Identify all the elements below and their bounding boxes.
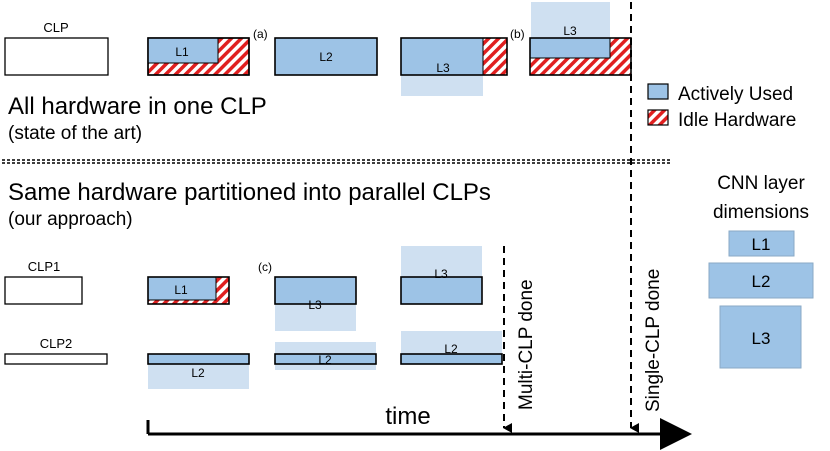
single-clp-l1-step: L1 — [147, 37, 250, 76]
multi-clp-done-label: Multi-CLP done — [516, 279, 537, 410]
single-clp-l3a-step: L3 — [400, 37, 508, 96]
single-l2-label: L2 — [319, 50, 333, 64]
legend-active-swatch — [647, 83, 669, 100]
time-label: time — [385, 403, 430, 430]
top-section-subtitle: (state of the art) — [8, 123, 142, 144]
legend-idle-swatch — [647, 109, 669, 126]
clp2-l2b-label: L2 — [318, 353, 332, 367]
cnn-dim-l2 — [708, 262, 814, 299]
clp-box — [4, 37, 109, 76]
clp1-label: CLP1 — [28, 259, 61, 274]
single-clp-l3b-step: L3 — [529, 2, 632, 76]
single-l3b-label: L3 — [563, 24, 577, 38]
clp2-l2c-step: L2 — [400, 331, 503, 365]
cnn-dims-title-2: dimensions — [713, 202, 809, 223]
clp2-l2b-step: L2 — [274, 342, 377, 370]
clp1-l1-step: L1 — [147, 276, 230, 305]
cnn-dim-l3 — [719, 305, 802, 369]
marker-c: (c) — [258, 260, 272, 274]
single-l1-label: L1 — [175, 45, 189, 59]
clp2-l2c-label: L2 — [444, 342, 458, 356]
clp1-l3b-step: L3 — [400, 246, 483, 305]
clp1-l3a-step: L3 — [274, 276, 357, 331]
legend-idle-label: Idle Hardware — [678, 110, 796, 131]
cnn-dim-l3-label: L3 — [752, 329, 771, 348]
clp2-l2a-label: L2 — [191, 366, 205, 380]
bottom-section-title: Same hardware partitioned into parallel … — [8, 179, 491, 206]
single-l3a-label: L3 — [436, 61, 450, 75]
marker-a: (a) — [253, 27, 268, 41]
clp2-label: CLP2 — [40, 336, 73, 351]
clp-label: CLP — [43, 20, 68, 35]
top-section-title: All hardware in one CLP — [8, 93, 267, 120]
cnn-dim-l2-label: L2 — [752, 272, 771, 291]
clp1-l3b-label: L3 — [434, 267, 448, 281]
bottom-section-subtitle: (our approach) — [8, 209, 133, 230]
clp2-box — [4, 353, 108, 365]
legend-active-label: Actively Used — [678, 84, 793, 105]
single-clp-l2-step: L2 — [274, 37, 378, 76]
time-axis — [146, 418, 692, 450]
single-clp-done-label: Single-CLP done — [643, 269, 664, 412]
cnn-dim-l1 — [728, 230, 795, 257]
clp1-l1-label: L1 — [174, 283, 188, 297]
cnn-dims-title-1: CNN layer — [717, 173, 805, 194]
cnn-dim-l1-label: L1 — [752, 235, 771, 254]
marker-b: (b) — [510, 27, 525, 41]
section-divider — [2, 159, 672, 164]
clp2-l2a-step: L2 — [147, 353, 250, 389]
clp1-l3a-label: L3 — [308, 298, 322, 312]
clp1-box — [4, 276, 83, 305]
legend: Actively Used Idle Hardware — [647, 83, 796, 131]
